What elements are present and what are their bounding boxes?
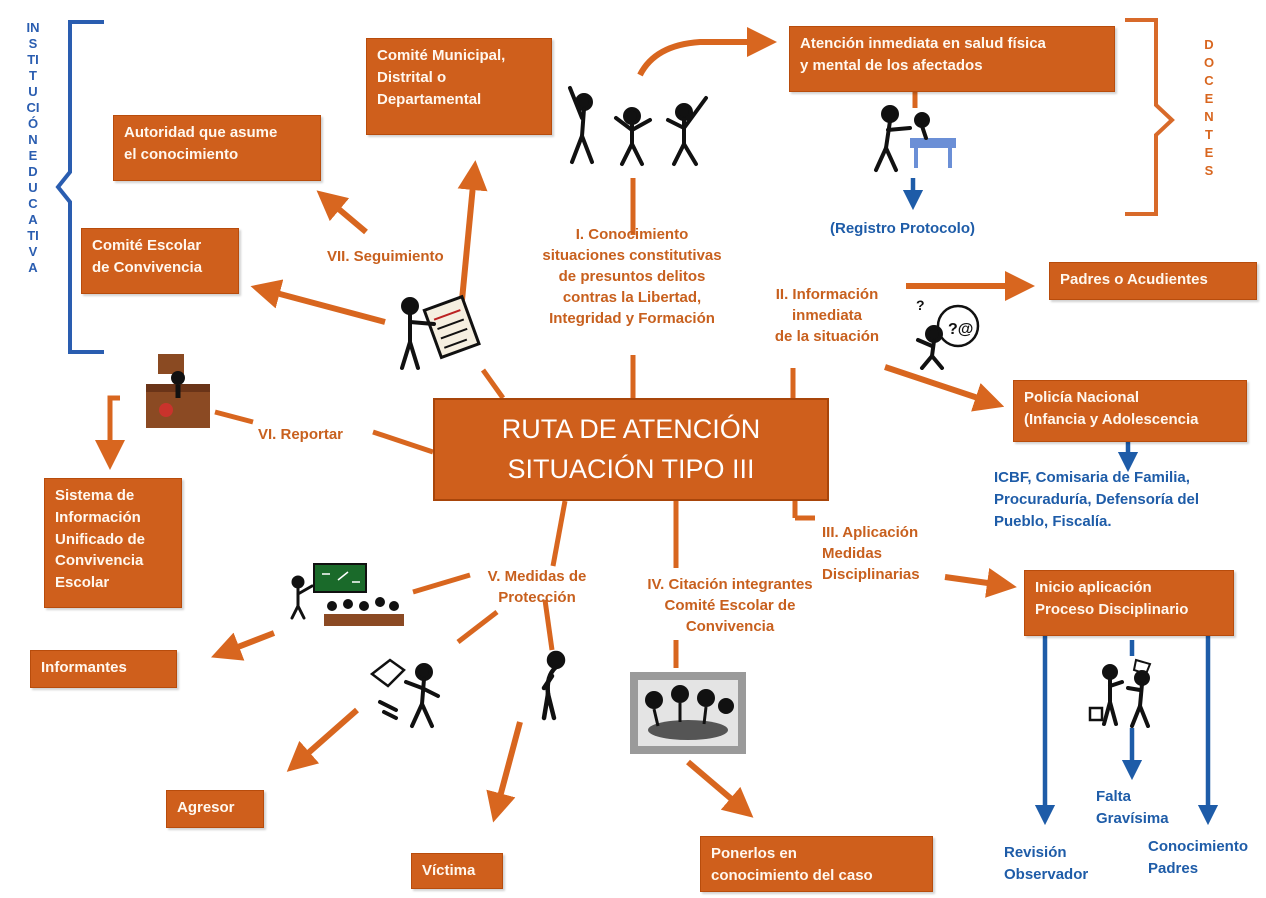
left-brace [55, 20, 104, 354]
confused-figure-icon: ?@ ? [916, 297, 980, 370]
side-label-docentes: DOCENTES [1203, 37, 1215, 178]
central-route-box: RUTA DE ATENCIÓN SITUACIÓN TIPO III [433, 398, 829, 501]
office-desk-icon [146, 354, 210, 428]
doctor-patient-icon [874, 105, 956, 172]
orange-arrows [95, 27, 1035, 823]
discussion-figures-icon [1088, 658, 1152, 728]
fighting-figures-icon [568, 86, 708, 166]
registro-protocolo-label: (Registro Protocolo) [830, 220, 975, 237]
informantes-box: Informantes [30, 650, 177, 688]
ponerlos-box: Ponerlos en conocimiento del caso [700, 836, 933, 892]
victima-box: Víctima [411, 853, 503, 889]
agresor-box: Agresor [166, 790, 264, 828]
comite-municipal-box: Comité Municipal, Distrital o Departamen… [366, 38, 552, 135]
classroom-icon [290, 563, 404, 626]
side-label-institucion: INSTITUCIÓN EDUCATIVA [26, 20, 40, 275]
policia-box: Policía Nacional (Infancia y Adolescenci… [1013, 380, 1247, 442]
sistema-informacion-box: Sistema de Información Unificado de Conv… [44, 478, 182, 608]
revision-observador-label: Revisión Observador [1004, 844, 1089, 883]
clipboard-figure-icon [400, 294, 481, 370]
svg-text:?@: ?@ [948, 321, 973, 338]
right-brace [1125, 18, 1175, 216]
conocimiento-padres-label: Conocimiento Padres [1148, 838, 1248, 877]
meeting-group-icon [630, 672, 746, 754]
svg-text:?: ? [916, 297, 925, 313]
step-v-medidas: V. Medidas de Protección [487, 568, 587, 606]
step-iv-citacion: IV. Citación integrantes Comité Escolar … [647, 576, 813, 635]
step-iii-aplicacion: III. Aplicación Medidas Disciplinarias [822, 524, 920, 583]
step-vii-seguimiento: VII. Seguimiento [327, 248, 444, 265]
autoridad-box: Autoridad que asume el conocimiento [113, 115, 321, 181]
blue-arrows [902, 178, 1219, 826]
inicio-proceso-box: Inicio aplicación Proceso Disciplinario [1024, 570, 1234, 636]
bullying-figure-icon [369, 658, 440, 728]
atencion-salud-box: Atención inmediata en salud física y men… [789, 26, 1115, 92]
entidades-label: ICBF, Comisaria de Familia, Procuraduría… [994, 469, 1200, 530]
step-vi-reportar: VI. Reportar [258, 426, 344, 443]
step-ii-informacion: II. Información inmediata de la situació… [774, 286, 880, 345]
falta-gravisima-label: Falta Gravísima [1096, 788, 1169, 827]
sad-figure-icon [541, 650, 566, 721]
center-connectors [107, 92, 918, 668]
comite-escolar-box: Comité Escolar de Convivencia [81, 228, 239, 294]
padres-acudientes-box: Padres o Acudientes [1049, 262, 1257, 300]
step-i-conocimiento: I. Conocimiento situaciones constitutiva… [542, 226, 722, 327]
